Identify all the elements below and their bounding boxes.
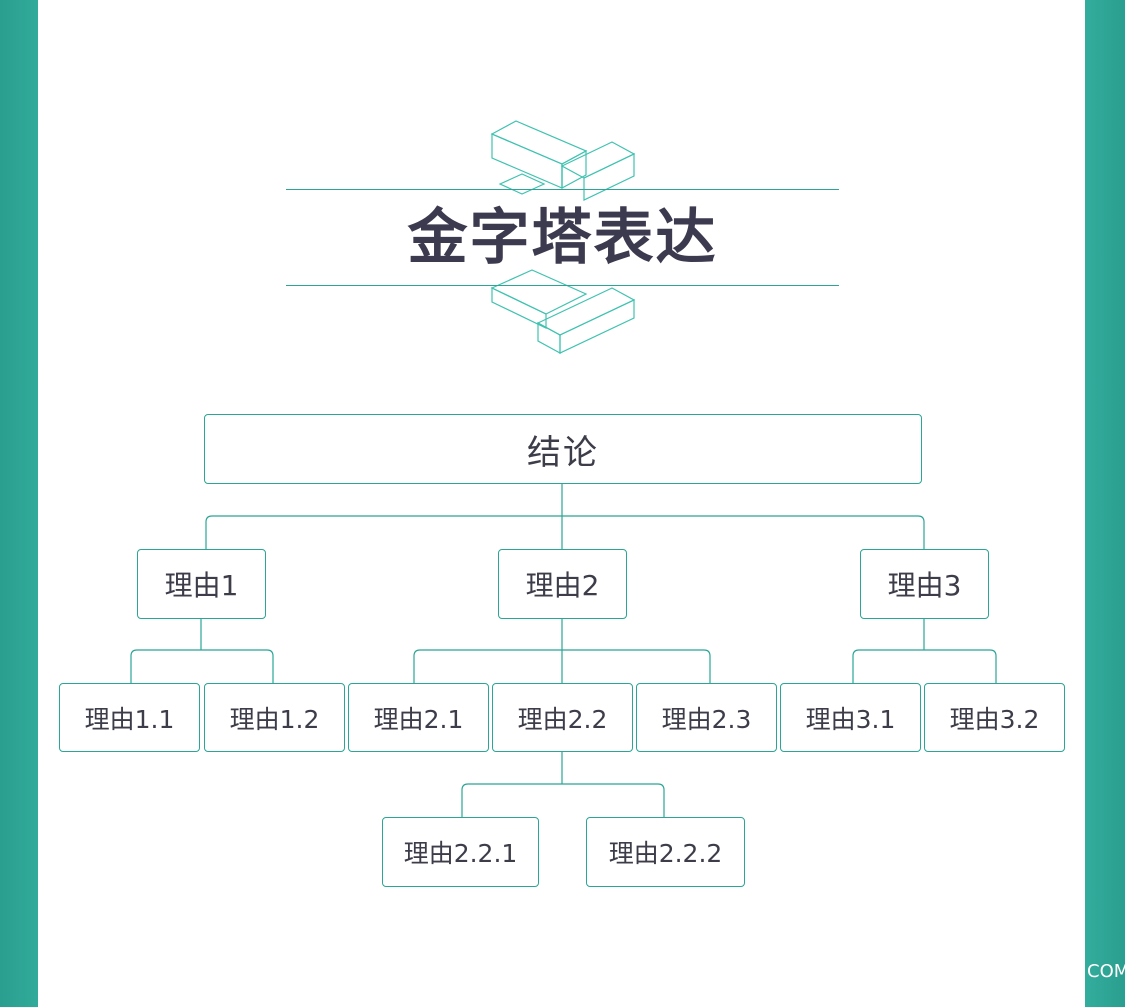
reason-3-node: 理由3 — [860, 549, 989, 619]
reason-2-2-1-node: 理由2.2.1 — [382, 817, 539, 887]
right-side-band — [1085, 0, 1125, 1007]
reason-2-3-node: 理由2.3 — [636, 683, 777, 752]
stacked-blocks-icon — [490, 120, 636, 355]
reason-2-2-2-node: 理由2.2.2 — [586, 817, 745, 887]
reason-3-1-node: 理由3.1 — [780, 683, 921, 752]
title-rule-bottom — [286, 285, 839, 286]
watermark-text: COM — [1087, 961, 1125, 982]
conclusion-node: 结论 — [204, 414, 922, 484]
reason-2-1-node: 理由2.1 — [348, 683, 489, 752]
left-side-band — [0, 0, 38, 1007]
page-title: 金字塔表达 — [407, 203, 718, 273]
reason-2-node: 理由2 — [498, 549, 627, 619]
reason-1-node: 理由1 — [137, 549, 266, 619]
reason-3-2-node: 理由3.2 — [924, 683, 1065, 752]
reason-2-2-node: 理由2.2 — [492, 683, 633, 752]
reason-1-2-node: 理由1.2 — [204, 683, 345, 752]
title-rule-top — [286, 189, 839, 190]
reason-1-1-node: 理由1.1 — [59, 683, 200, 752]
